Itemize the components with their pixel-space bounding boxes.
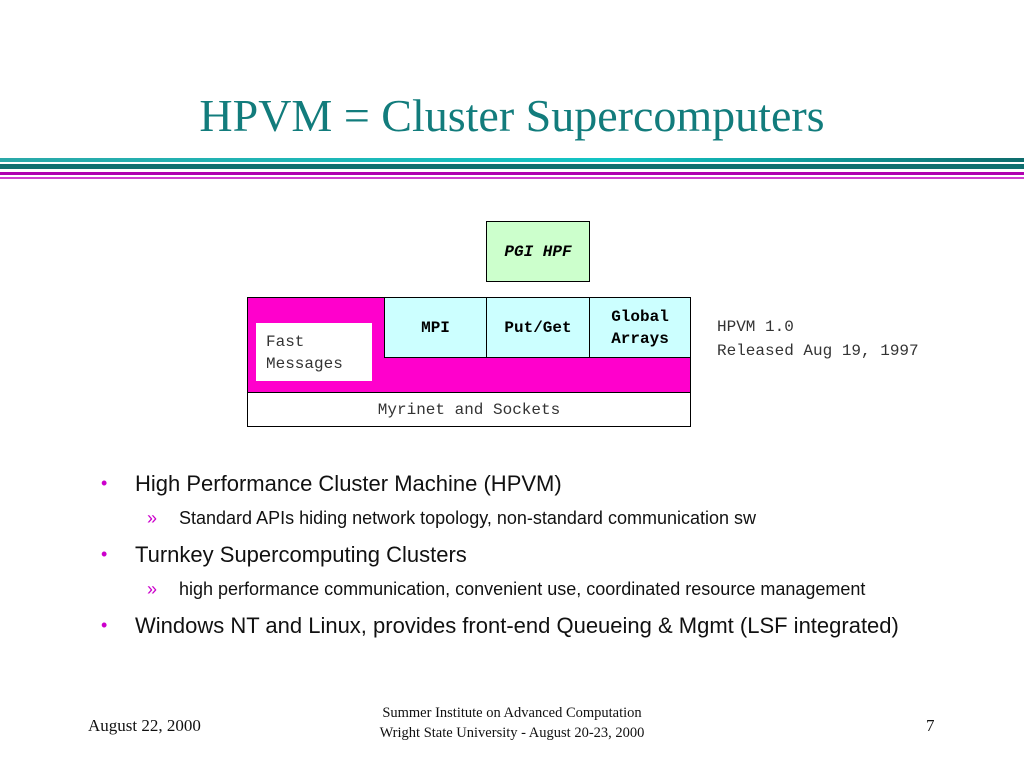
list-subitem: » high performance communication, conven… — [95, 576, 955, 602]
title-rule-magenta — [0, 172, 1024, 175]
footer-event: Summer Institute on Advanced Computation… — [379, 705, 645, 741]
title-rule-dark-teal — [0, 164, 1024, 169]
bullet-list: • High Performance Cluster Machine (HPVM… — [95, 468, 955, 647]
myrinet-label: Myrinet and Sockets — [377, 400, 561, 419]
pgi-hpf-box: PGI HPF — [486, 221, 590, 282]
myrinet-box: Myrinet and Sockets — [247, 392, 691, 427]
pgi-hpf-label: PGI HPF — [504, 242, 572, 261]
list-item: • Turnkey Supercomputing Clusters — [95, 539, 955, 570]
mpi-label: MPI — [421, 318, 450, 337]
slide-title: HPVM = Cluster Supercomputers — [199, 90, 825, 141]
sub-bullet-icon: » — [147, 508, 158, 528]
sub-bullet-icon: » — [147, 579, 158, 599]
bullet-dot-icon: • — [101, 615, 108, 635]
put-get-box: Put/Get — [486, 297, 590, 358]
bullet-dot-icon: • — [101, 473, 108, 493]
title-rule-light-magenta — [0, 177, 1024, 179]
title-rule-teal — [0, 158, 1024, 162]
footer-date: August 22, 2000 — [88, 716, 201, 735]
list-subitem: » Standard APIs hiding network topology,… — [95, 505, 955, 531]
list-item: • High Performance Cluster Machine (HPVM… — [95, 468, 955, 499]
release-note: HPVM 1.0 Released Aug 19, 1997 — [717, 318, 919, 360]
page-number: 7 — [926, 716, 935, 735]
bullet-dot-icon: • — [101, 544, 108, 564]
mpi-box: MPI — [384, 297, 487, 358]
put-get-label: Put/Get — [504, 318, 572, 337]
list-item: • Windows NT and Linux, provides front-e… — [95, 610, 955, 641]
